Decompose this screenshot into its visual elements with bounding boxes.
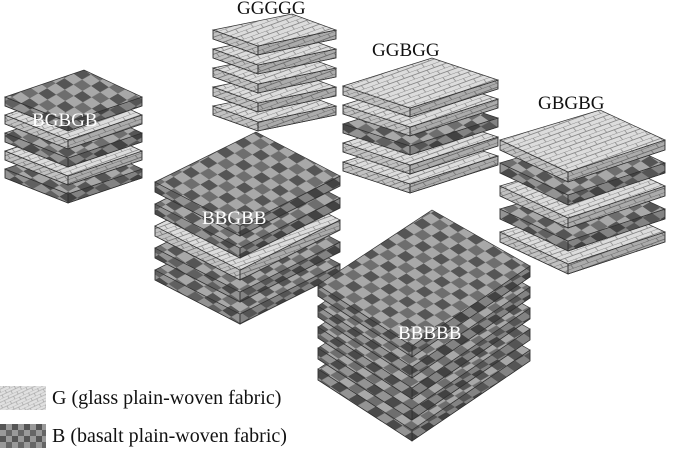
basalt-layer-top-face <box>317 209 531 347</box>
basalt-layer-top-face <box>3 69 143 123</box>
glass-fabric-swatch-icon <box>0 386 46 410</box>
glass-layer-top-face <box>341 57 500 109</box>
stack-label-bbbbb: BBBBB <box>398 323 462 344</box>
stack-label-gbgbg: GBGBG <box>538 93 605 114</box>
legend-basalt-text: B (basalt plain-woven fabric) <box>52 424 287 447</box>
legend-glass: G (glass plain-woven fabric) <box>0 386 281 410</box>
stack-label-ggbgg: GGBGG <box>372 40 440 61</box>
basalt-layer-top-face <box>154 131 341 227</box>
basalt-fabric-swatch-icon <box>0 424 46 448</box>
legend-glass-text: G (glass plain-woven fabric) <box>52 386 282 409</box>
glass-layer-top-face <box>499 109 666 173</box>
stack-label-ggggg: GGGGG <box>237 0 306 19</box>
stack-label-bbgbb: BBGBB <box>202 208 267 229</box>
stack-label-bgbgb: BGBGB <box>32 110 98 131</box>
glass-layer-top-face <box>211 13 338 47</box>
legend-basalt: B (basalt plain-woven fabric) <box>0 424 287 448</box>
